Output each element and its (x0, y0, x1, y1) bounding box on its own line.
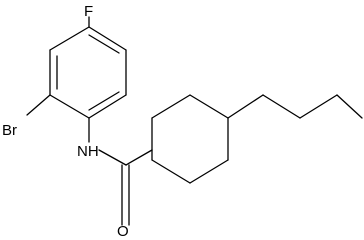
carbonyl-ring-bond (125, 149, 153, 166)
butyl-bond (336, 94, 363, 119)
aryl-bond (88, 26, 127, 51)
fluorine-label: F (84, 3, 93, 20)
aryl-bromine-bond (26, 94, 51, 116)
butyl-bond (299, 94, 338, 119)
amide-nitrogen-label: NH (77, 143, 99, 160)
aryl-double-bond (88, 91, 120, 111)
cyclohexane-bond (151, 94, 191, 119)
butyl-bond (227, 94, 264, 119)
aryl-ring (49, 26, 127, 119)
aryl-bond (49, 26, 90, 51)
cyclohexane-bond (189, 94, 229, 119)
aryl-double-bond (88, 34, 120, 54)
butyl-chain (227, 94, 363, 119)
cyclohexane-bond (189, 159, 229, 184)
cyclohexane-ring (151, 94, 229, 184)
cyclohexane-bond (151, 159, 191, 184)
butyl-bond (262, 94, 301, 119)
bromine-label: Br (2, 122, 17, 139)
aryl-bond (49, 94, 90, 119)
nitrogen-carbonyl-bond (98, 149, 127, 166)
aryl-bond (88, 94, 127, 119)
carbonyl-oxygen-label: O (117, 223, 129, 237)
